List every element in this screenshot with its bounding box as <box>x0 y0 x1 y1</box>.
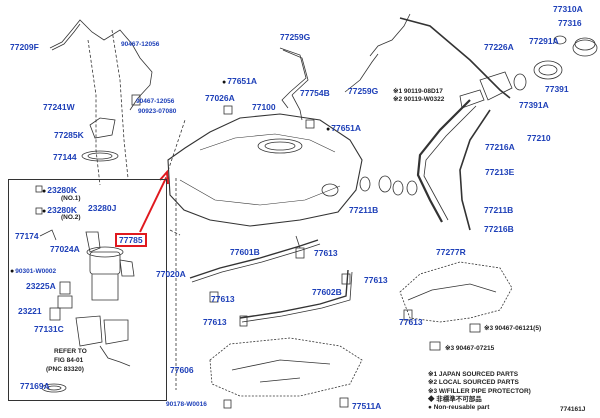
vent-tube <box>49 19 153 111</box>
part-23280J[interactable]: 23280J <box>88 203 117 213</box>
part-23280K-no1[interactable]: 23280K <box>42 185 77 197</box>
part-77613-d[interactable]: 77613 <box>203 317 227 327</box>
part-77100[interactable]: 77100 <box>252 102 276 112</box>
part-77391A[interactable]: 77391A <box>519 100 549 110</box>
part-77613-c[interactable]: 77613 <box>211 294 235 304</box>
legend-item: ※2 LOCAL SOURCED PARTS <box>428 379 519 387</box>
part-77613-a[interactable]: 77613 <box>314 248 338 258</box>
part-77651A-top[interactable]: 77651A <box>222 76 257 88</box>
part-90119-08D17[interactable]: ※1 90119-08D17 <box>393 88 443 95</box>
part-77785-highlighted[interactable]: 77785 <box>115 233 147 247</box>
part-77020A[interactable]: 77020A <box>156 269 186 279</box>
refer-line-2[interactable]: FIG 84-01 <box>54 357 84 364</box>
part-77601B[interactable]: 77601B <box>230 247 260 257</box>
part-77216A[interactable]: 77216A <box>485 142 515 152</box>
part-77291A[interactable]: 77291A <box>529 36 559 46</box>
part-77285K[interactable]: 77285K <box>54 130 84 140</box>
part-77216B[interactable]: 77216B <box>484 224 514 234</box>
part-90467-12056-mid[interactable]: 90467-12056 <box>136 98 175 105</box>
part-77226A[interactable]: 77226A <box>484 42 514 52</box>
highlight-arrow <box>139 169 169 233</box>
part-23221[interactable]: 23221 <box>18 306 42 316</box>
part-77211B-right[interactable]: 77211B <box>484 205 514 215</box>
part-77613-b[interactable]: 77613 <box>364 275 388 285</box>
legend-item: ※3 W/FILLER PIPE PROTECTOR) <box>428 387 531 395</box>
diagram-id: 774161J <box>560 406 586 413</box>
part-77241W[interactable]: 77241W <box>43 102 75 112</box>
part-77511A[interactable]: 77511A <box>352 401 382 411</box>
part-77310A[interactable]: 77310A <box>553 4 583 14</box>
part-90467-12056-top[interactable]: 90467-12056 <box>121 41 160 48</box>
part-77210[interactable]: 77210 <box>527 133 551 143</box>
part-90301-W0002[interactable]: 90301-W0002 <box>10 268 56 276</box>
part-90923-07080[interactable]: 90923-07080 <box>138 108 177 115</box>
part-77754B[interactable]: 77754B <box>300 88 330 98</box>
part-77131C[interactable]: 77131C <box>34 324 64 334</box>
refer-line-1: REFER TO <box>54 348 87 355</box>
part-77602B[interactable]: 77602B <box>312 287 342 297</box>
part-77606[interactable]: 77606 <box>170 365 194 375</box>
part-23280K-no2-note: (NO.2) <box>61 214 81 221</box>
pump-assembly-inset <box>8 179 167 401</box>
part-23280K-no2[interactable]: 23280K <box>42 205 77 217</box>
part-77651A-mid[interactable]: 77651A <box>326 123 361 135</box>
part-77259G-top[interactable]: 77259G <box>280 32 311 42</box>
part-90119-W0322[interactable]: ※2 90119-W0322 <box>393 96 445 103</box>
part-77316[interactable]: 77316 <box>558 18 582 28</box>
part-77026A[interactable]: 77026A <box>205 93 235 103</box>
part-90467-06121[interactable]: ※3 90467-06121(5) <box>484 325 542 332</box>
part-90178-W0016[interactable]: 90178-W0016 <box>166 401 207 408</box>
part-77169A[interactable]: 77169A <box>20 381 50 391</box>
legend-item: ※1 JAPAN SOURCED PARTS <box>428 371 519 378</box>
part-77259G-mid[interactable]: 77259G <box>348 86 379 96</box>
part-90467-07215[interactable]: ※3 90467-07215 <box>445 345 495 352</box>
part-77211B-left[interactable]: 77211B <box>349 205 379 215</box>
part-77213E[interactable]: 77213E <box>485 167 515 177</box>
part-77391[interactable]: 77391 <box>545 84 569 94</box>
part-23280K-no1-note: (NO.1) <box>61 195 81 202</box>
legend-item: ◆ 非標準不可部品 <box>428 395 482 403</box>
part-23225A[interactable]: 23225A <box>26 281 56 291</box>
refer-line-3: (PNC 83320) <box>46 366 84 373</box>
part-77613-e[interactable]: 77613 <box>399 317 423 327</box>
diagram-legend: ※1 JAPAN SOURCED PARTS ※2 LOCAL SOURCED … <box>428 371 531 412</box>
part-77024A[interactable]: 77024A <box>50 244 80 254</box>
part-77277R[interactable]: 77277R <box>436 247 466 257</box>
fuel-tank-outline <box>167 113 363 227</box>
part-77174[interactable]: 77174 <box>15 231 39 241</box>
part-77209F[interactable]: 77209F <box>10 42 39 52</box>
legend-item: ● Non-reusable part <box>428 404 490 412</box>
part-77144[interactable]: 77144 <box>53 152 77 162</box>
